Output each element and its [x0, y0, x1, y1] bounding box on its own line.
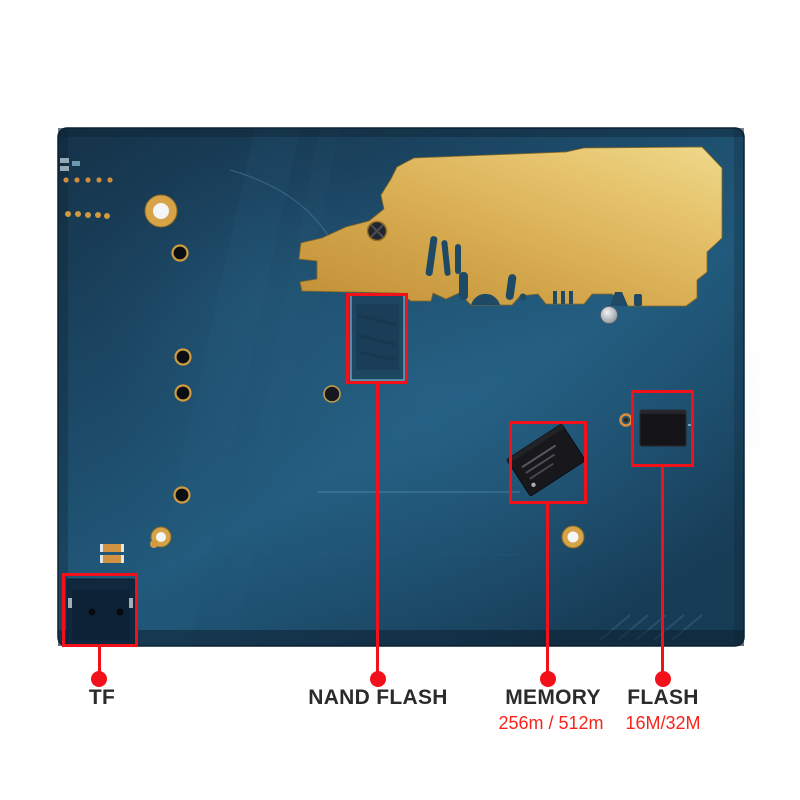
mounting-holes [144, 194, 585, 549]
callout-line-nand-flash [376, 382, 379, 681]
callout-line-memory [546, 502, 549, 681]
pcb-board [57, 127, 770, 650]
callout-box-flash [631, 390, 694, 467]
callout-box-nand-flash [346, 293, 408, 384]
callout-dot-nand-flash [370, 671, 386, 687]
mounting-hole-bottom-right [561, 525, 585, 549]
memory-capacity-label: 256m / 512m [498, 713, 604, 733]
copper-ring-holes [150, 244, 618, 548]
memory-label: MEMORY [505, 686, 601, 709]
callout-box-tf [62, 573, 138, 647]
board-edge-shading [58, 128, 744, 646]
flash-capacity-label: 16M/32M [625, 713, 701, 733]
tf-label: TF [88, 686, 116, 709]
screw-on-gold [366, 220, 388, 242]
callout-dot-tf [91, 671, 107, 687]
tf-card-slot [66, 544, 136, 646]
gold-copper-region [298, 146, 723, 307]
flash-label: FLASH [627, 686, 699, 709]
mounting-hole-top-left [144, 194, 178, 228]
top-left-pads [60, 158, 113, 219]
callout-dot-memory [540, 671, 556, 687]
callout-line-tf [98, 645, 101, 681]
nand-flash-label: NAND FLASH [308, 686, 448, 709]
callout-dot-flash [655, 671, 671, 687]
callout-box-memory [509, 421, 587, 504]
gold-cutouts [425, 236, 642, 306]
memory-chip [506, 423, 586, 496]
callout-line-flash [661, 465, 664, 681]
nand-flash-footprint [350, 294, 405, 381]
